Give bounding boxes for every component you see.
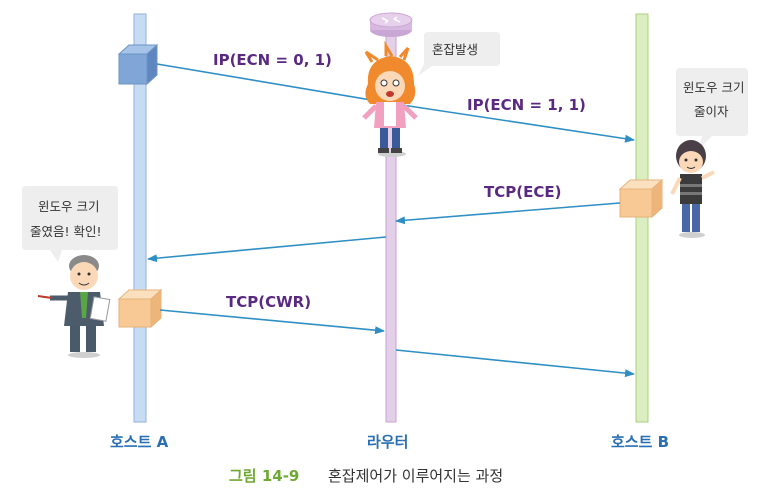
label-ip-ecn-11: IP(ECN = 1, 1) <box>467 96 586 114</box>
host-a-speech-bubble: 윈도우 크기 줄였음! 확인! <box>22 186 118 262</box>
host-b-label: 호스트 B <box>611 433 669 451</box>
arrow-ece-b-to-router <box>395 202 621 225</box>
arrow-ece-router-to-a <box>147 236 387 263</box>
host-b-bubble-line1: 윈도우 크기 <box>683 80 744 95</box>
label-ip-ecn-01: IP(ECN = 0, 1) <box>213 51 332 69</box>
host-b-lifeline <box>635 13 649 423</box>
host-b-speech-bubble: 윈도우 크기 줄이자 <box>676 68 748 148</box>
arrow-cwr-router-to-b <box>395 349 635 378</box>
router-bubble-text: 혼잡발생 <box>432 42 478 57</box>
host-b-bubble-line2: 줄이자 <box>694 104 729 119</box>
router-icon <box>369 12 413 37</box>
arrow-ip-a-to-router <box>156 63 390 104</box>
figure-number: 그림 14-9 <box>229 467 299 485</box>
ip-packet-cube <box>117 43 159 86</box>
label-tcp-ece: TCP(ECE) <box>484 183 561 201</box>
cwr-packet-cube <box>117 288 163 329</box>
router-character-illustration <box>362 40 418 157</box>
label-tcp-cwr: TCP(CWR) <box>226 293 311 311</box>
arrow-cwr-a-to-router <box>159 309 385 335</box>
host-a-label: 호스트 A <box>110 433 169 451</box>
host-a-bubble-line1: 윈도우 크기 <box>38 199 99 214</box>
ece-packet-cube <box>618 178 664 219</box>
arrow-ip-router-to-b <box>388 102 635 143</box>
router-label: 라우터 <box>367 433 408 451</box>
host-a-character-illustration <box>37 255 111 358</box>
host-a-bubble-line2: 줄였음! 확인! <box>30 224 102 239</box>
host-b-character-illustration <box>670 140 715 238</box>
router-speech-bubble: 혼잡발생 <box>418 32 500 76</box>
figure-caption: 혼잡제어가 이루어지는 과정 <box>328 467 503 485</box>
